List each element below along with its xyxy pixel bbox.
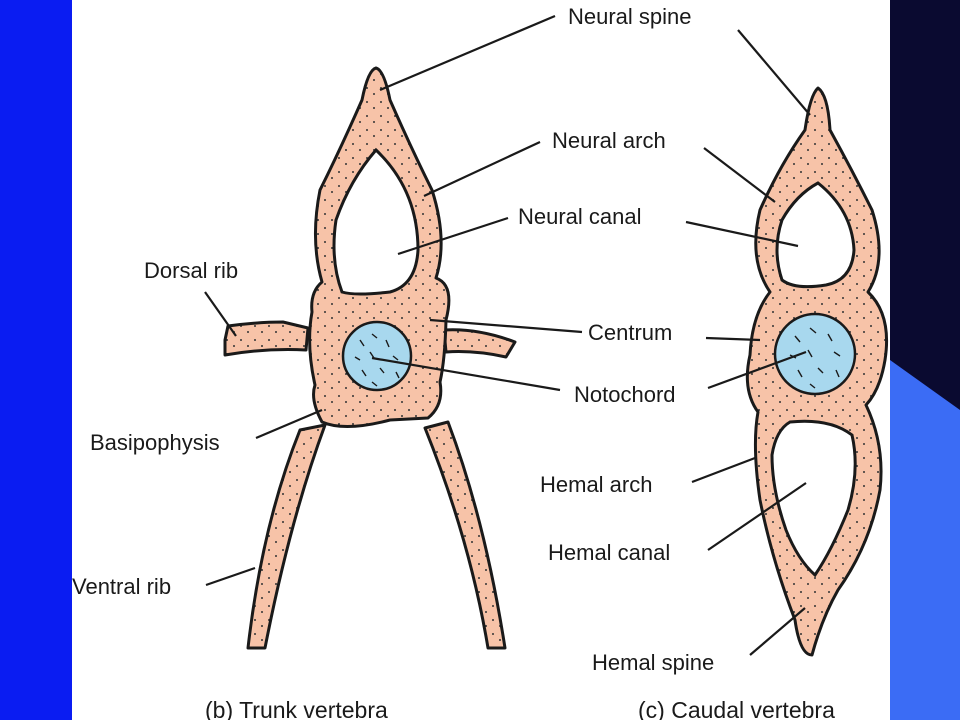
- dorsal-rib-right: [442, 328, 517, 359]
- caudal-neural-canal: [775, 181, 856, 289]
- ventral-rib-left: [246, 423, 327, 650]
- label-neural-arch: Neural arch: [552, 128, 666, 153]
- label-hemal-spine: Hemal spine: [592, 650, 714, 675]
- ventral-rib-right: [423, 420, 507, 650]
- dorsal-rib-left: [223, 320, 310, 357]
- caption-trunk-vertebra: (b) Trunk vertebra: [205, 697, 388, 720]
- trunk-notochord-texture: [354, 333, 400, 387]
- right-frame-bar: [890, 0, 960, 720]
- trunk-vertebra: [223, 66, 517, 650]
- caudal-notochord: [773, 312, 857, 396]
- label-hemal-canal: Hemal canal: [548, 540, 670, 565]
- label-notochord: Notochord: [574, 382, 676, 407]
- label-basipophysis: Basipophysis: [90, 430, 220, 455]
- caption-caudal-vertebra: (c) Caudal vertebra: [638, 697, 835, 720]
- leader-lines: [204, 14, 811, 656]
- caudal-hemal-canal: [770, 419, 857, 578]
- trunk-notochord: [341, 320, 413, 392]
- trunk-neural-canal: [332, 147, 420, 296]
- label-neural-spine: Neural spine: [568, 4, 692, 29]
- label-neural-canal: Neural canal: [518, 204, 642, 229]
- caudal-notochord-texture: [789, 327, 841, 389]
- label-hemal-arch: Hemal arch: [540, 472, 652, 497]
- caudal-vertebra: [745, 86, 889, 657]
- label-ventral-rib: Ventral rib: [72, 574, 171, 599]
- left-frame-bar: [0, 0, 72, 720]
- label-dorsal-rib: Dorsal rib: [144, 258, 238, 283]
- label-centrum: Centrum: [588, 320, 672, 345]
